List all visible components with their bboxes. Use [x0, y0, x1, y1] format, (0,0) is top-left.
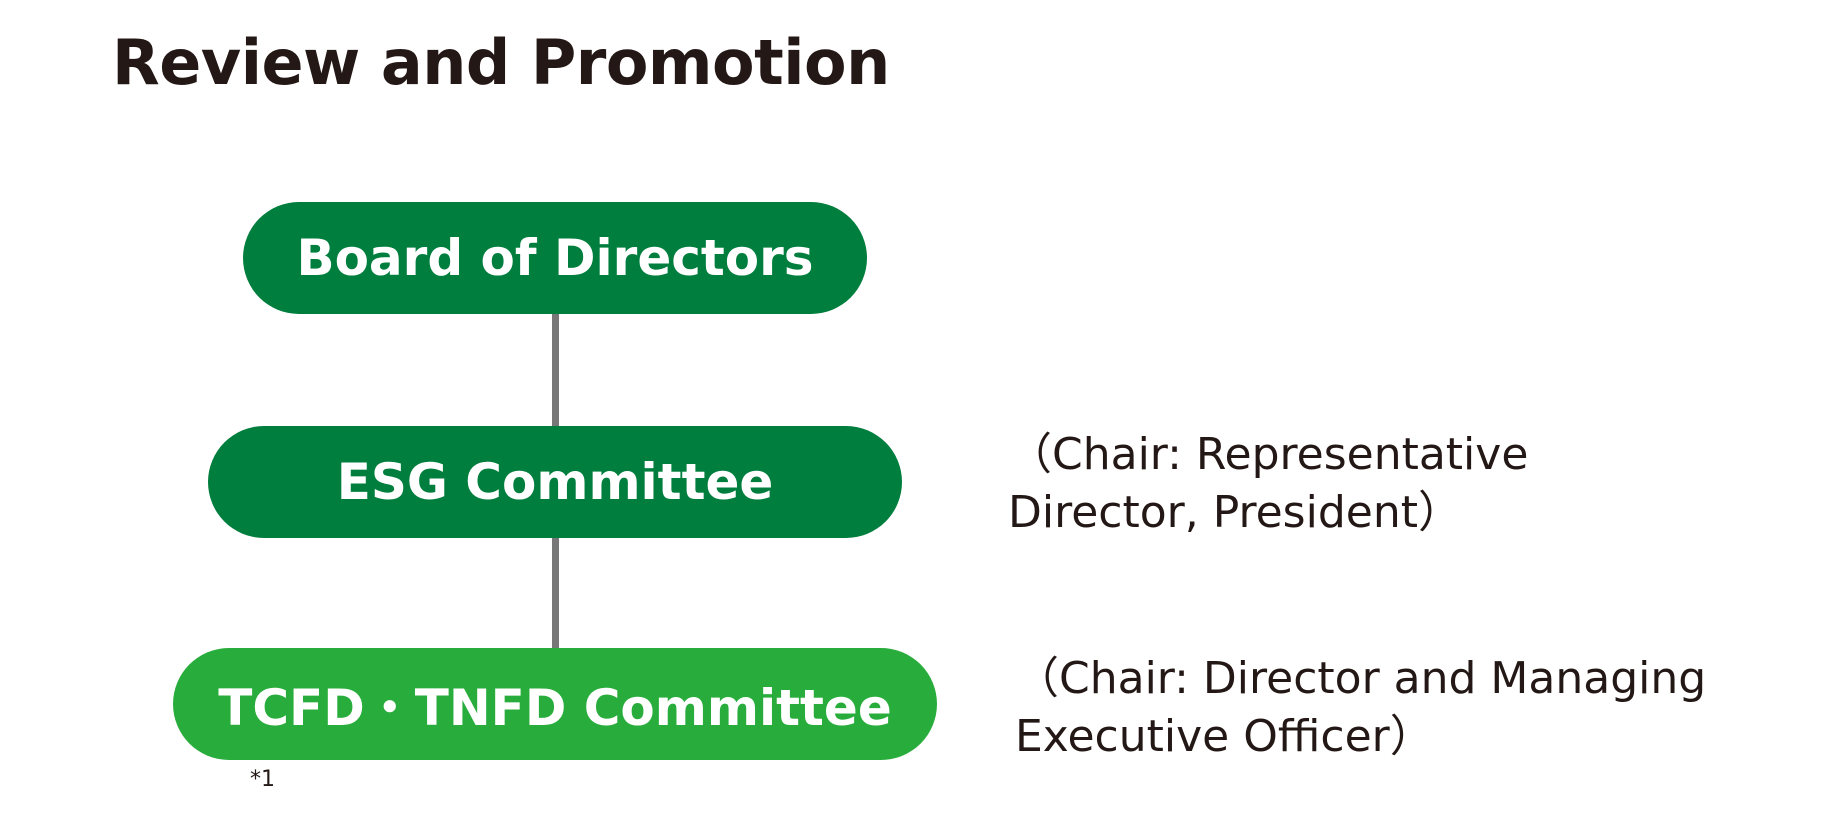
node-label: ESG Committee	[336, 453, 774, 511]
esg-committee-chair-note: （Chair: Representative Director, Preside…	[1008, 429, 1529, 538]
node-label: Board of Directors	[296, 229, 814, 287]
footnote-marker: *1	[250, 767, 275, 792]
connector-board-esg	[552, 306, 559, 428]
board-of-directors-node: Board of Directors	[243, 202, 867, 314]
esg-committee-node: ESG Committee	[208, 426, 902, 538]
node-label: TCFD・TNFD Committee	[218, 679, 892, 737]
tcfd-tnfd-committee-node: TCFD・TNFD Committee	[173, 648, 937, 760]
tcfd-tnfd-committee-chair-note: （Chair: Director and Managing Executive …	[1015, 653, 1707, 762]
page-title: Review and Promotion	[112, 26, 890, 99]
connector-esg-tcfd	[552, 532, 559, 654]
